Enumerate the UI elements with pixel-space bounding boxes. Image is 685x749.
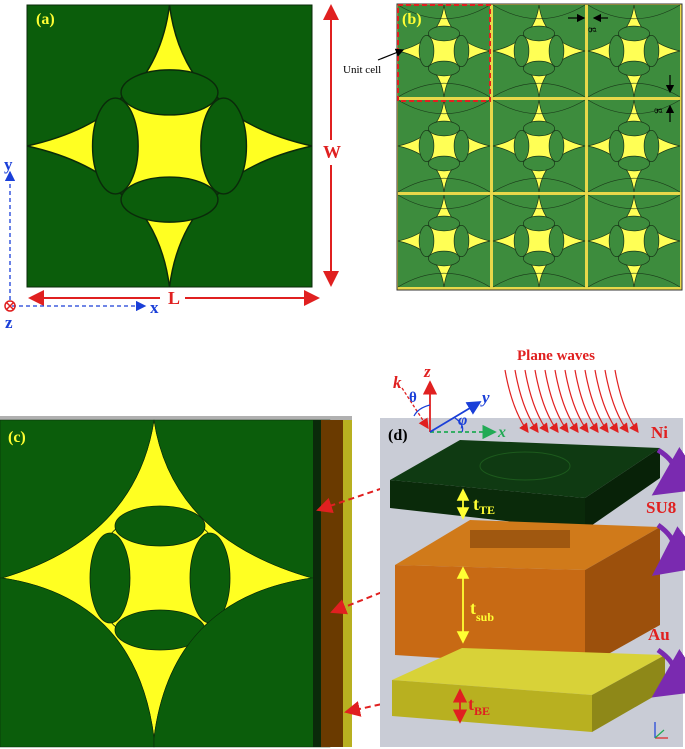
su8-curved-arrow (651, 522, 685, 576)
d-z-label: z (423, 362, 431, 381)
d-y-label: y (480, 388, 490, 407)
au-curved-arrow (651, 647, 685, 698)
unit-cell-border (26, 4, 313, 288)
l-dimension-label: L (168, 288, 180, 308)
panel-b: (b) Unit cell g g (343, 3, 683, 291)
orientation-triad (654, 722, 668, 739)
su8-layer (395, 520, 660, 667)
d-x-label: x (497, 424, 506, 441)
phi-arc (454, 417, 464, 433)
petal-right (189, 532, 231, 624)
w-dimension-label: W (323, 142, 341, 162)
panel-a: (a) W L y x z (4, 3, 341, 332)
au-layer (392, 648, 665, 732)
z-axis-label: z (5, 313, 13, 332)
petal-top (114, 505, 206, 547)
panel-a-label: (a) (36, 11, 55, 28)
t-be-label: tBE (468, 694, 490, 718)
side-au-layer (343, 420, 352, 747)
panel-c-label: (c) (8, 429, 26, 446)
z-axis-symbol (4, 300, 16, 312)
ni-layer (390, 440, 660, 530)
corner-arc-bl (0, 577, 155, 748)
link-arrow-ni (316, 484, 393, 514)
petal-left (89, 532, 131, 624)
corner-arc-tr (153, 419, 331, 579)
plane-wave-arrows (504, 369, 639, 433)
panel-d-label: (d) (388, 427, 408, 444)
unit-cell-pointer (377, 48, 405, 61)
t-sub-label: tsub (470, 598, 494, 624)
theta-arc (413, 404, 431, 417)
panel-b-label: (b) (402, 11, 422, 28)
corner-arc-tl (0, 419, 155, 579)
d-k-label: k (393, 373, 402, 392)
d-k-vector (401, 387, 429, 430)
ni-curved-arrow (651, 447, 685, 496)
corner-arc-br (153, 577, 331, 748)
panel-c: (c) (0, 416, 352, 748)
material-label-ni: Ni (651, 423, 668, 442)
y-axis-label: y (4, 155, 13, 174)
array-border (396, 3, 683, 291)
material-label-au: Au (648, 625, 670, 644)
d-phi-label: φ (458, 412, 467, 429)
gap-label-right: g (654, 108, 666, 114)
t-te-label: tTE (473, 494, 495, 517)
side-ni-layer (313, 420, 321, 747)
array-tiles (397, 4, 681, 288)
gap-label-top: g (588, 27, 600, 33)
panel-d: (d) tTE tsub tBE Ni S (380, 348, 685, 747)
d-y-axis (429, 401, 482, 433)
x-axis-label: x (150, 298, 159, 317)
unit-cell-label: Unit cell (343, 64, 381, 76)
unit-cell-drawing (25, 3, 314, 289)
plane-waves-label: Plane waves (517, 348, 595, 364)
z-axis-cross (5, 301, 15, 311)
side-su8-layer (321, 420, 343, 747)
d-theta-label: θ (409, 390, 417, 406)
material-label-su8: SU8 (646, 498, 676, 517)
